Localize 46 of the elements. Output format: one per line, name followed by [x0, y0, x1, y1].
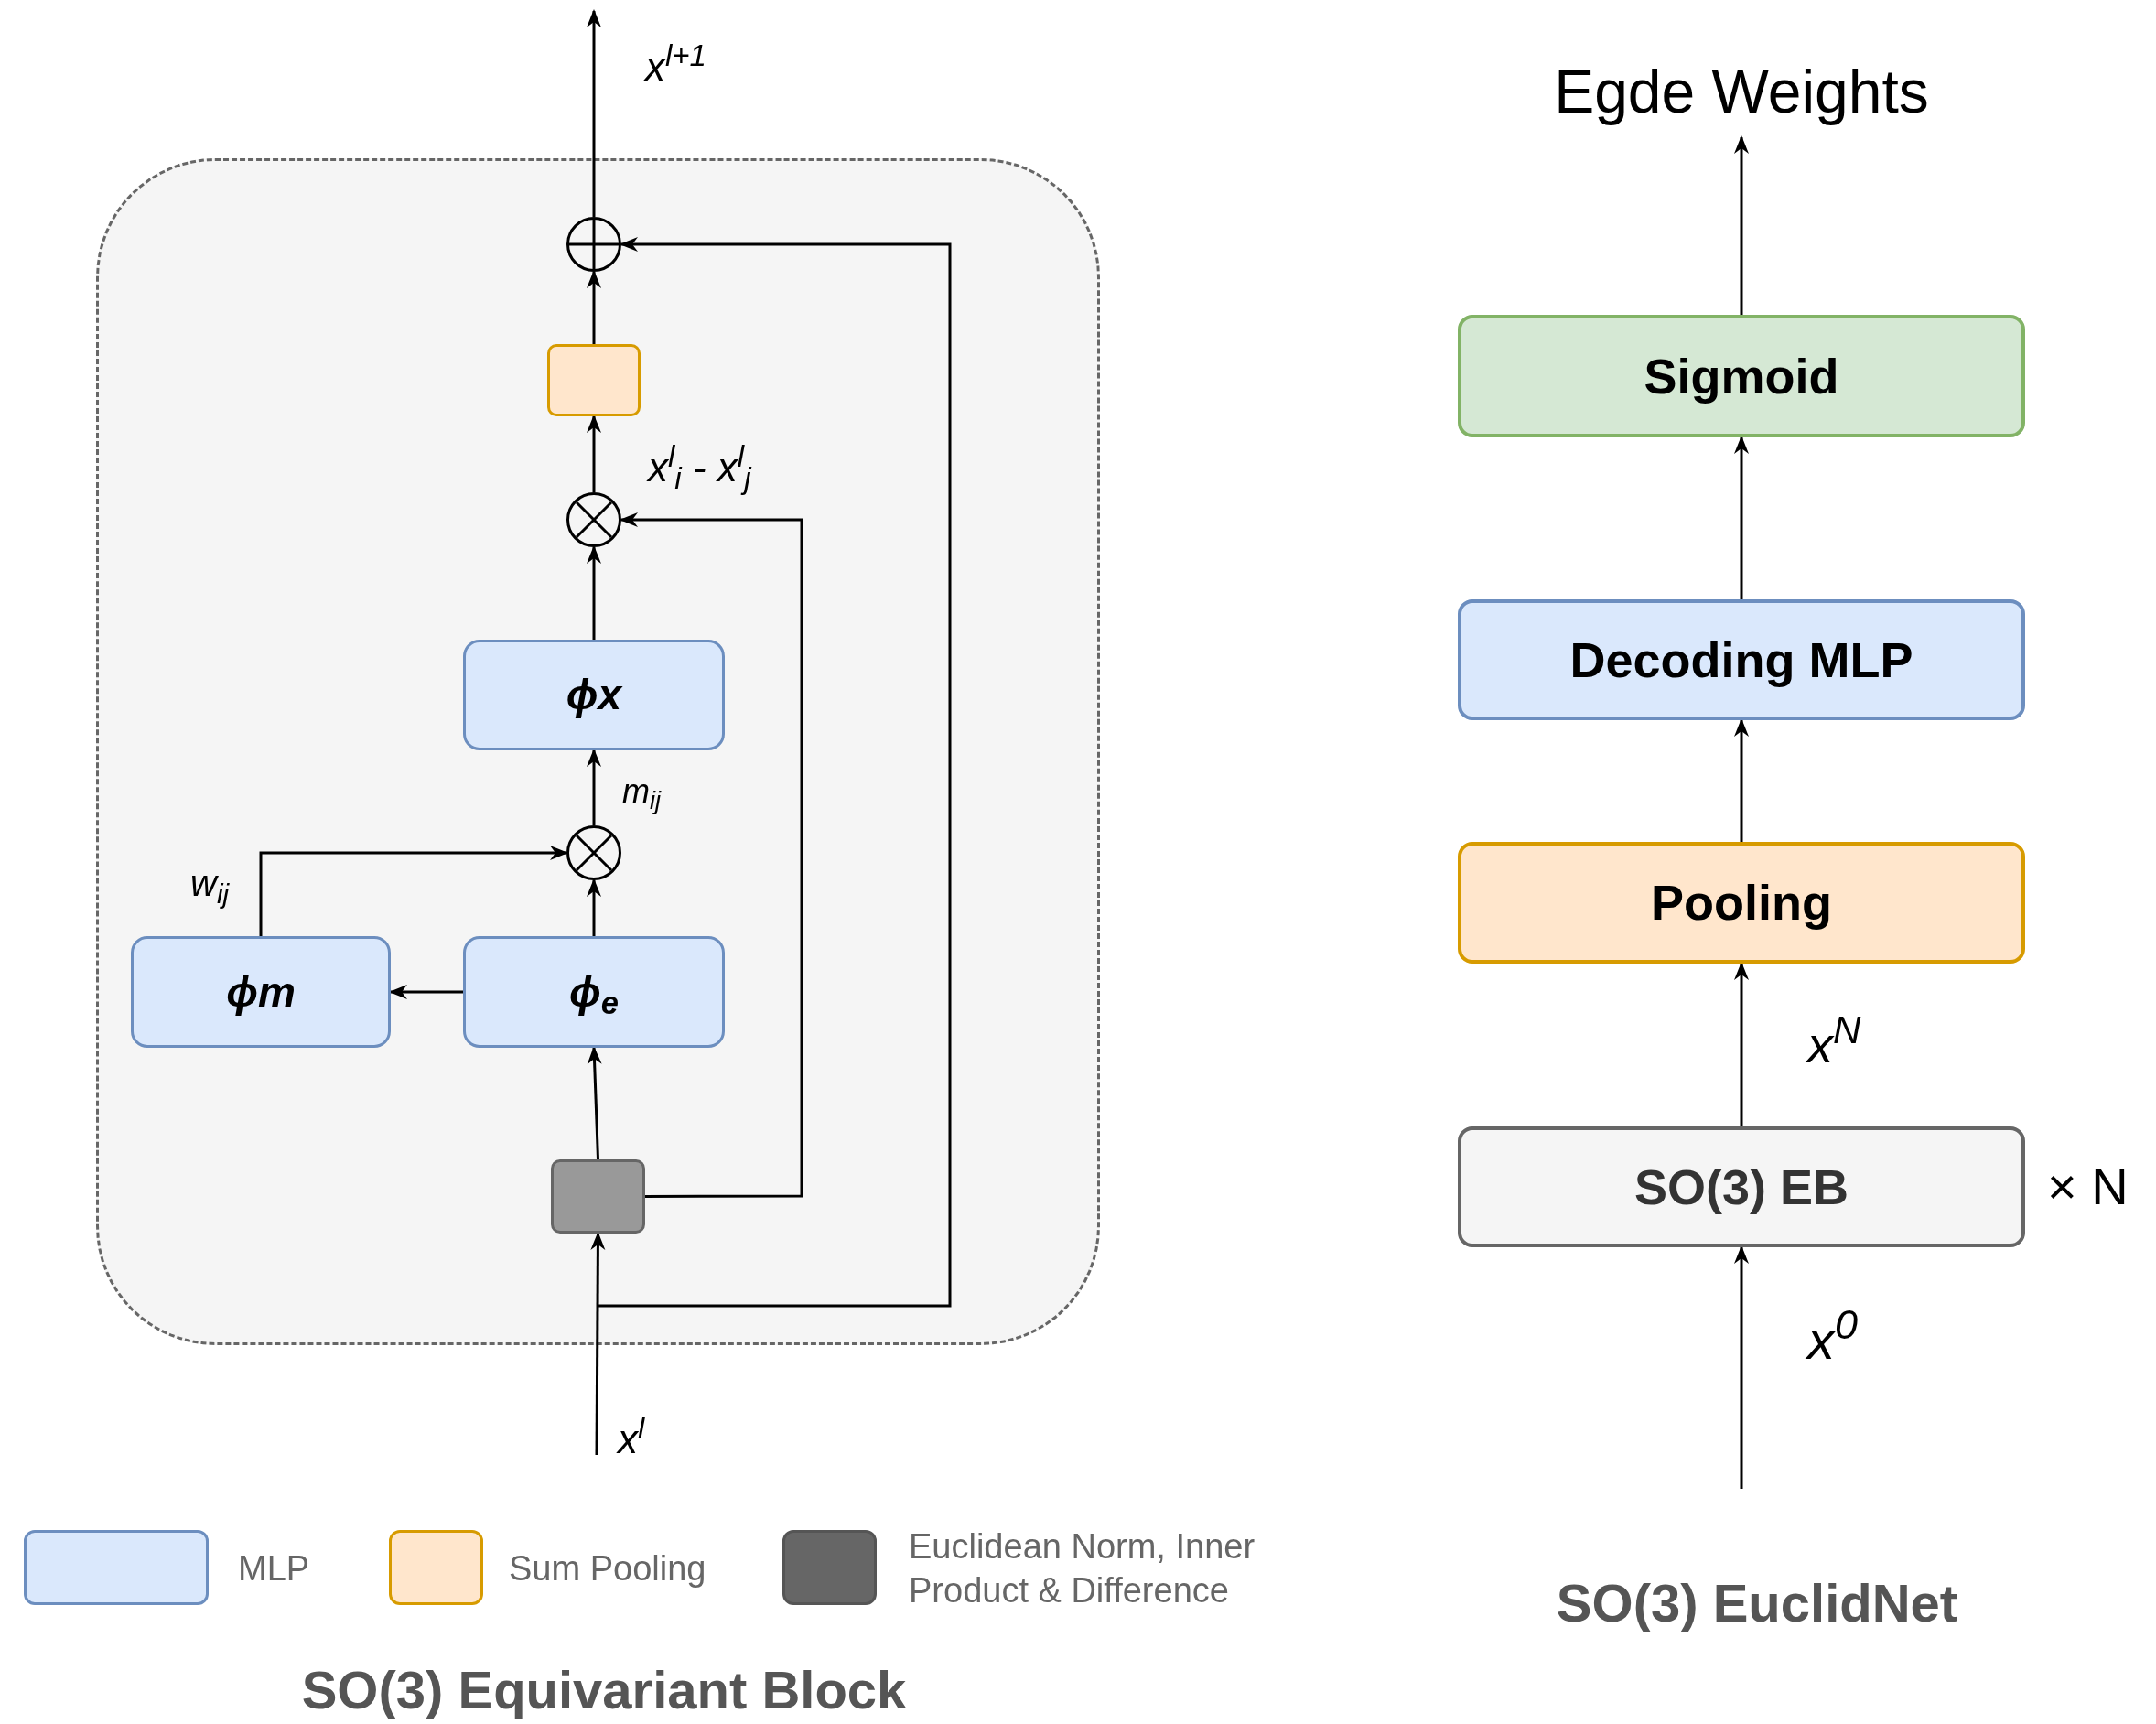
pooling-box: [1458, 842, 2025, 964]
caption: SO(3) EuclidNet: [1555, 1572, 1959, 1634]
legend-label: MLP: [238, 1548, 311, 1589]
repeat-label: × N: [2047, 1157, 2129, 1217]
caption: SO(3) Equivariant Block: [300, 1662, 908, 1719]
node-label: Sigmoid: [1644, 347, 1839, 405]
node-label: Egde Weights: [1554, 56, 1929, 127]
mlp-box: [131, 936, 391, 1048]
arrow: [1734, 718, 1749, 842]
node-label: ϕ$_{e}$: [569, 966, 619, 1023]
arrow: [587, 878, 601, 936]
arrow: [1734, 962, 1749, 1126]
mlp-box: [463, 936, 725, 1048]
node-label: Pooling: [1651, 874, 1832, 932]
arrow: [1734, 135, 1749, 315]
arrow: [597, 237, 952, 1308]
arrow: [1734, 1245, 1749, 1489]
arrow: [389, 985, 463, 999]
edge-label: x$^{N}$: [1807, 1007, 1861, 1075]
edge-label: w$_{ij}$: [190, 862, 230, 910]
edge-label: x$^{0}$: [1807, 1299, 1859, 1373]
arrow: [590, 1232, 606, 1455]
mlp-box: [463, 640, 725, 750]
mlp-box: [1458, 599, 2025, 720]
arrow: [1734, 436, 1749, 599]
node-label: ϕm: [226, 966, 296, 1018]
edge-label: x$^{l+1}$: [645, 37, 706, 91]
node-label: ϕx: [566, 670, 622, 720]
legend-label: Euclidean Norm, Inner Product & Difference: [909, 1526, 1256, 1611]
edge-label: x$^{l}$: [618, 1409, 645, 1463]
arrow: [587, 545, 601, 640]
arrow: [587, 270, 601, 344]
arrow: [620, 512, 803, 1198]
arrow: [587, 415, 601, 492]
arrow: [259, 846, 568, 936]
legend-label: Sum Pooling: [509, 1548, 707, 1589]
arrow: [587, 749, 601, 825]
node-label: SO(3) EB: [1633, 1158, 1849, 1216]
node-label: Decoding MLP: [1569, 630, 1913, 689]
arrow: [587, 1046, 602, 1160]
edge-label: m$_{ij}$: [622, 771, 661, 816]
sigmoid-box: [1458, 315, 2025, 437]
block-container: [96, 158, 1100, 1345]
arrow: [587, 9, 601, 217]
norm-box: [551, 1159, 645, 1234]
pooling-box: [547, 344, 641, 416]
